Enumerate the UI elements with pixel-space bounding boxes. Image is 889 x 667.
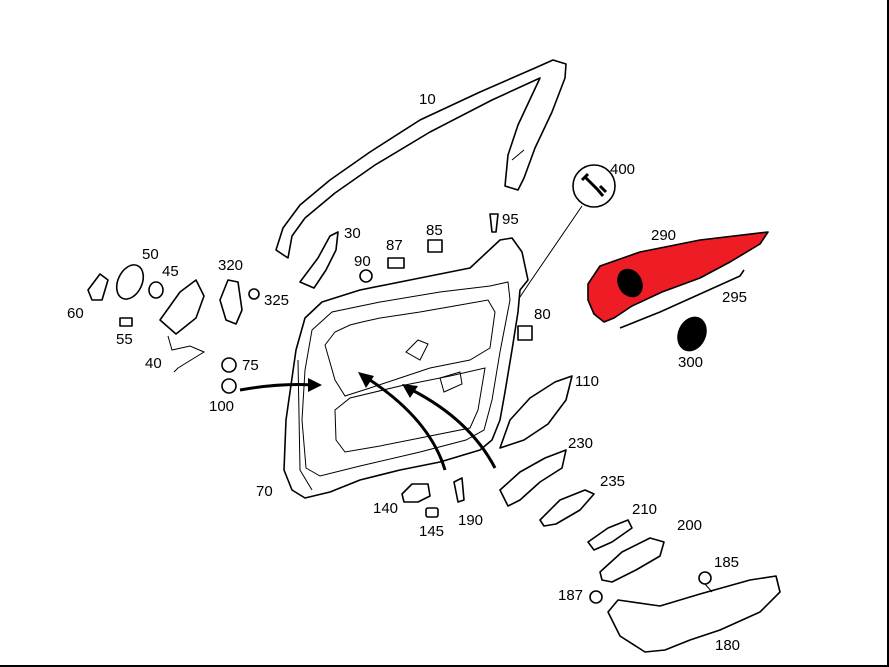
part-187-clip[interactable] <box>589 590 603 604</box>
label-55: 55 <box>116 331 133 348</box>
label-110: 110 <box>575 373 599 390</box>
label-80: 80 <box>534 306 551 323</box>
label-187: 187 <box>558 587 583 604</box>
part-60-lamp[interactable] <box>87 273 109 301</box>
part-290-speaker-cover[interactable] <box>587 231 769 323</box>
part-140-handle[interactable] <box>401 483 431 503</box>
part-320-bracket[interactable] <box>219 279 243 325</box>
label-185: 185 <box>714 554 739 571</box>
part-325-screw[interactable] <box>248 288 260 300</box>
label-87: 87 <box>386 237 403 254</box>
part-55-clip[interactable] <box>119 317 133 327</box>
part-230-handle-bracket[interactable] <box>499 449 567 507</box>
label-190: 190 <box>458 512 483 529</box>
label-200: 200 <box>677 517 702 534</box>
label-50: 50 <box>142 246 159 263</box>
label-90: 90 <box>354 253 371 270</box>
part-100-cap[interactable] <box>221 378 237 394</box>
part-40-tweeter[interactable] <box>159 279 206 373</box>
assembly-arrows <box>239 372 497 471</box>
label-70: 70 <box>256 483 273 500</box>
label-145: 145 <box>419 523 444 540</box>
part-87-clip[interactable] <box>387 257 405 269</box>
part-80-clip[interactable] <box>517 325 533 341</box>
label-295: 295 <box>722 289 747 306</box>
label-140: 140 <box>373 500 398 517</box>
part-75-plug[interactable] <box>221 357 237 373</box>
label-210: 210 <box>632 501 657 518</box>
part-45-tweeter[interactable] <box>148 281 164 299</box>
part-190-bolt[interactable] <box>453 477 465 503</box>
part-200-switch-block[interactable] <box>599 537 665 583</box>
label-45: 45 <box>162 263 179 280</box>
label-85: 85 <box>426 222 443 239</box>
part-50-ring[interactable] <box>112 261 149 304</box>
part-235-trim-ring[interactable] <box>539 489 595 527</box>
part-300-speaker[interactable] <box>672 312 713 356</box>
part-185-screw[interactable] <box>698 571 713 593</box>
label-30: 30 <box>344 225 361 242</box>
part-90-nut[interactable] <box>359 269 373 283</box>
label-60: 60 <box>67 305 84 322</box>
part-30-bracket[interactable] <box>299 231 339 289</box>
label-230: 230 <box>568 435 593 452</box>
label-320: 320 <box>218 257 243 274</box>
part-145-plug[interactable] <box>425 507 439 518</box>
label-95: 95 <box>502 211 519 228</box>
label-10: 10 <box>419 91 436 108</box>
part-110-cover[interactable] <box>499 375 573 449</box>
label-325: 325 <box>264 292 289 309</box>
part-210-bezel[interactable] <box>587 519 633 551</box>
part-85-clip[interactable] <box>427 239 443 253</box>
label-75: 75 <box>242 357 259 374</box>
label-290: 290 <box>651 227 676 244</box>
part-95-screw[interactable] <box>489 213 499 233</box>
label-100: 100 <box>209 398 234 415</box>
label-300: 300 <box>678 354 703 371</box>
part-180-armrest[interactable] <box>607 575 781 653</box>
part-400-wrench-symbol[interactable] <box>517 164 616 301</box>
label-180: 180 <box>715 637 740 654</box>
part-10-window-trim[interactable] <box>275 59 567 259</box>
label-40: 40 <box>145 355 162 372</box>
label-400: 400 <box>610 161 635 178</box>
part-295-seal[interactable] <box>619 269 745 329</box>
label-235: 235 <box>600 473 625 490</box>
part-70-door-panel[interactable] <box>283 237 529 499</box>
